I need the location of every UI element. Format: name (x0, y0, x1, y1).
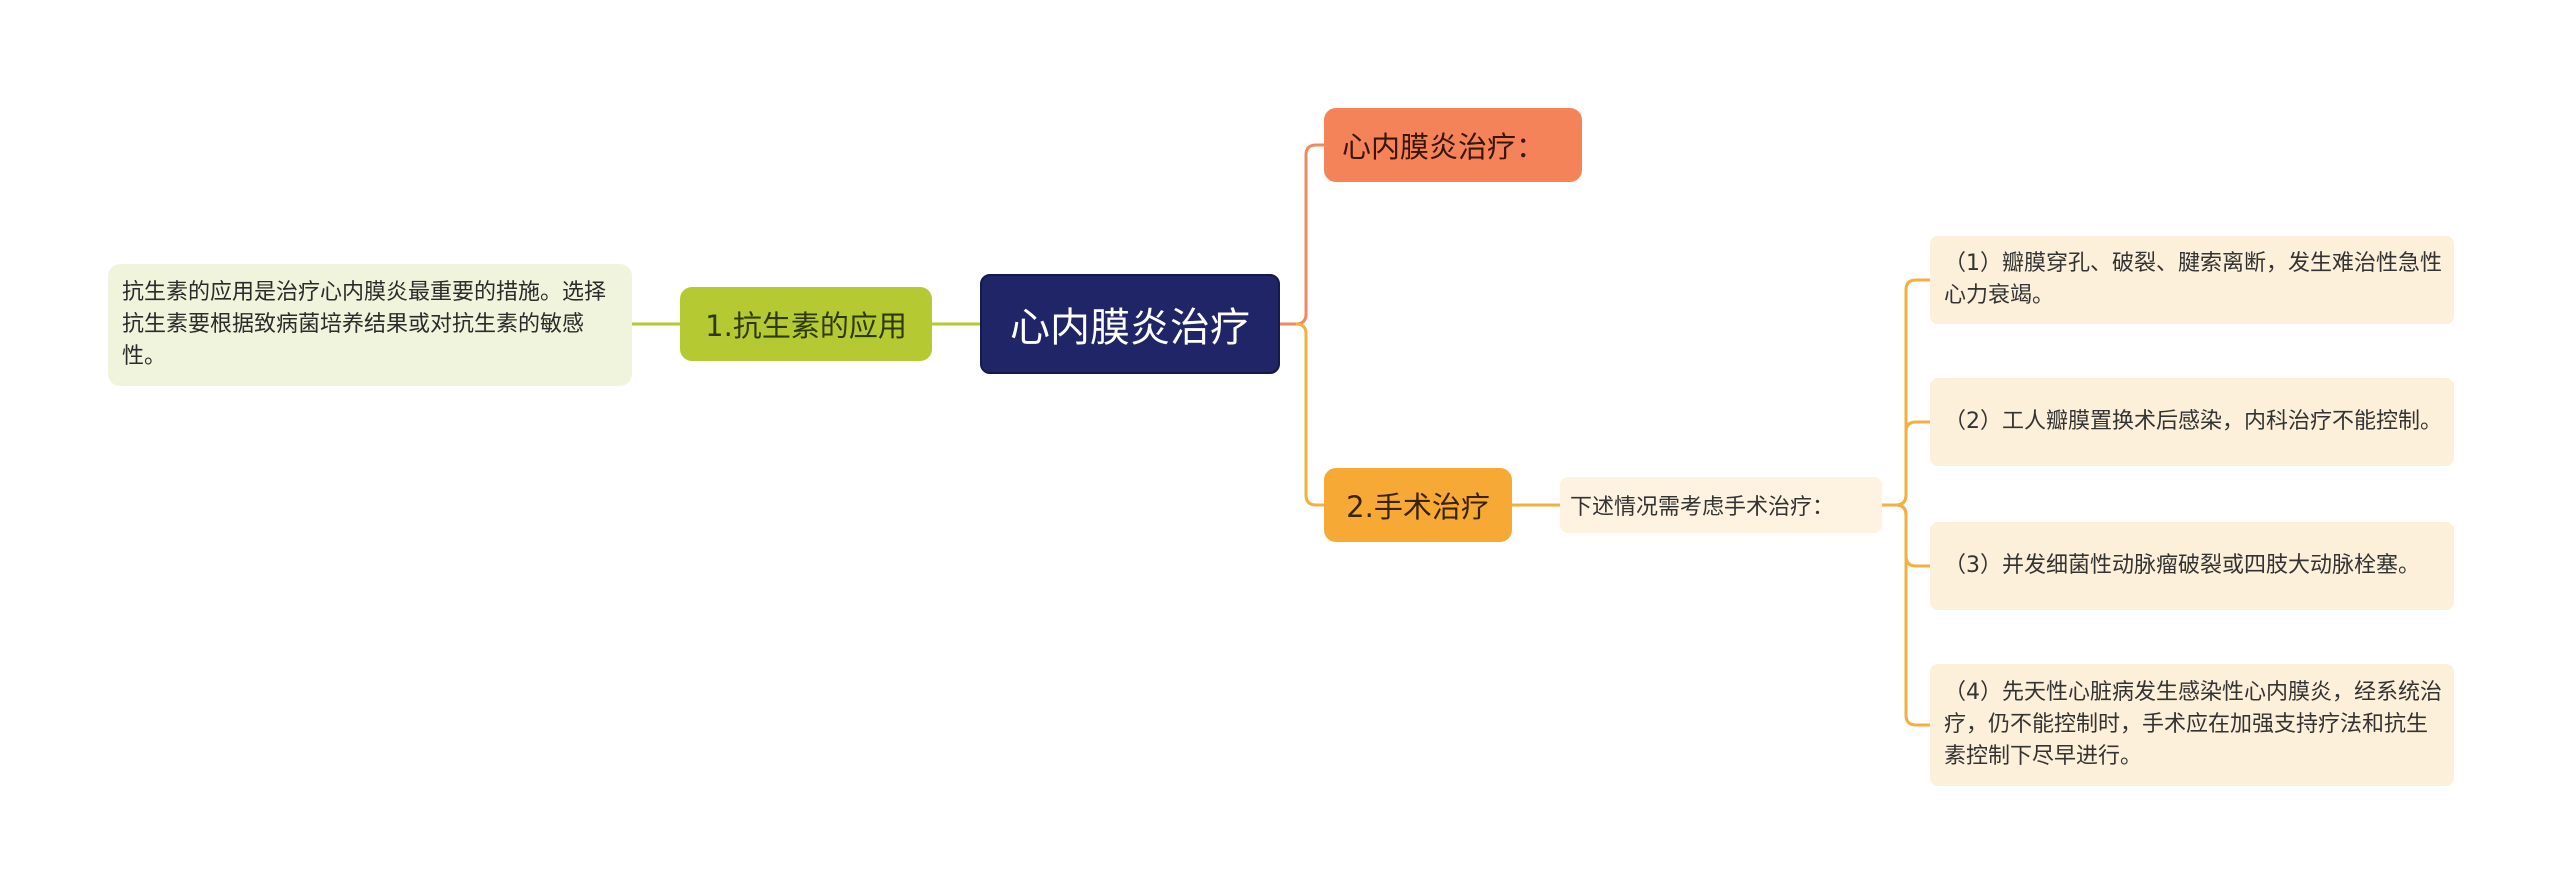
branch-antibiotic-node[interactable]: 1.抗生素的应用 (680, 287, 932, 361)
surgery-item-node[interactable]: （1）瓣膜穿孔、破裂、腱索离断，发生难治性急性心力衰竭。 (1930, 236, 2454, 324)
surgery-item-node[interactable]: （4）先天性心脏病发生感染性心内膜炎，经系统治疗，仍不能控制时，手术应在加强支持… (1930, 664, 2454, 786)
surgery-item-node[interactable]: （3）并发细菌性动脉瘤破裂或四肢大动脉栓塞。 (1930, 522, 2454, 610)
connector-condition-leaf-4 (1895, 503, 1930, 727)
branch-treatment-node[interactable]: 心内膜炎治疗： (1324, 108, 1582, 182)
surgery-item-node[interactable]: （2）工人瓣膜置换术后感染，内科治疗不能控制。 (1930, 378, 2454, 466)
branch-treatment-label: 心内膜炎治疗： (1342, 130, 1546, 164)
surgery-item-text: （4）先天性心脏病发生感染性心内膜炎，经系统治疗，仍不能控制时，手术应在加强支持… (1944, 680, 2442, 769)
branch-surgery-node[interactable]: 2.手术治疗 (1324, 468, 1512, 542)
root-label: 心内膜炎治疗 (1010, 305, 1250, 351)
connector-condition-leaf-2 (1895, 420, 1930, 507)
surgery-item-text: （1）瓣膜穿孔、破裂、腱索离断，发生难治性急性心力衰竭。 (1944, 251, 2442, 308)
branch-antibiotic-label: 1.抗生素的应用 (705, 309, 907, 343)
branch-surgery-label: 2.手术治疗 (1346, 490, 1490, 524)
connector-root-surgery (1295, 322, 1324, 507)
surgery-item-text: （3）并发细菌性动脉瘤破裂或四肢大动脉栓塞。 (1944, 553, 2420, 578)
surgery-item-text: （2）工人瓣膜置换术后感染，内科治疗不能控制。 (1944, 409, 2442, 434)
surgery-condition-node[interactable]: 下述情况需考虑手术治疗： (1560, 477, 1882, 533)
antibiotic-detail-node[interactable]: 抗生素的应用是治疗心内膜炎最重要的措施。选择抗生素要根据致病菌培养结果或对抗生素… (108, 264, 632, 386)
antibiotic-detail-text: 抗生素的应用是治疗心内膜炎最重要的措施。选择抗生素要根据致病菌培养结果或对抗生素… (122, 280, 607, 369)
root-node[interactable]: 心内膜炎治疗 (980, 274, 1280, 374)
surgery-condition-text: 下述情况需考虑手术治疗： (1570, 495, 1835, 520)
connector-root-treatment (1280, 143, 1324, 326)
connector-condition-leaf-3 (1895, 503, 1930, 568)
